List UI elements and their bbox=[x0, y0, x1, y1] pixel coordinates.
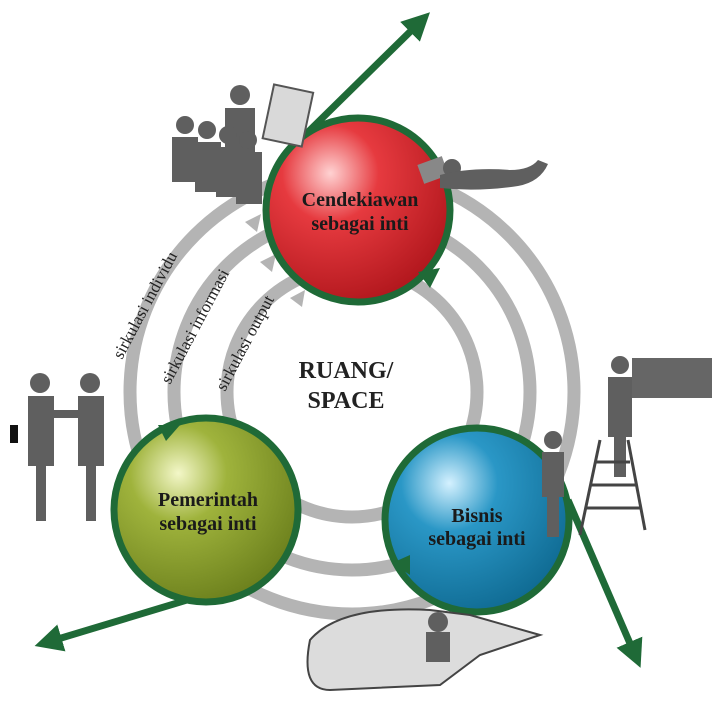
node-scholars-label-line2: sebagai inti bbox=[311, 213, 409, 235]
silhouette-audience bbox=[172, 83, 315, 204]
silhouette-ladder-worker bbox=[542, 356, 712, 537]
node-scholars-circle bbox=[262, 114, 454, 306]
node-business-label-line1: Bisnis bbox=[451, 505, 502, 527]
ring-arrow-outer bbox=[245, 214, 261, 232]
node-government-label-line2: sebagai inti bbox=[159, 513, 257, 535]
arrow-top-right bbox=[302, 12, 430, 138]
node-scholars-rotation-arrow bbox=[418, 268, 440, 288]
ring-arrow-inner bbox=[290, 290, 305, 307]
ring-label-inner: sirkulasi output bbox=[212, 292, 278, 394]
node-business-rotation-arrow bbox=[392, 555, 410, 575]
node-business-label-line2: sebagai inti bbox=[428, 528, 526, 550]
node-scholars: Cendekiawan sebagai inti bbox=[262, 114, 454, 306]
node-government-label-line1: Pemerintah bbox=[158, 489, 258, 511]
center-label-line1: RUANG/ bbox=[299, 358, 394, 384]
ring-label-outer: sirkulasi individu bbox=[109, 248, 182, 362]
silhouette-reclining-reader bbox=[417, 156, 548, 190]
ring-arrow-middle bbox=[260, 254, 276, 272]
node-business: Bisnis sebagai inti bbox=[381, 424, 573, 616]
center-label-line2: SPACE bbox=[308, 388, 385, 414]
node-scholars-label-line1: Cendekiawan bbox=[302, 189, 419, 211]
arrow-bottom-right bbox=[564, 498, 643, 668]
node-government-rotation-arrow bbox=[158, 425, 180, 441]
silhouette-aircraft bbox=[306, 608, 544, 692]
node-business-circle bbox=[381, 424, 573, 616]
node-government: Pemerintah sebagai inti bbox=[110, 414, 302, 606]
silhouette-handshake bbox=[10, 373, 104, 521]
node-government-circle bbox=[110, 414, 302, 606]
